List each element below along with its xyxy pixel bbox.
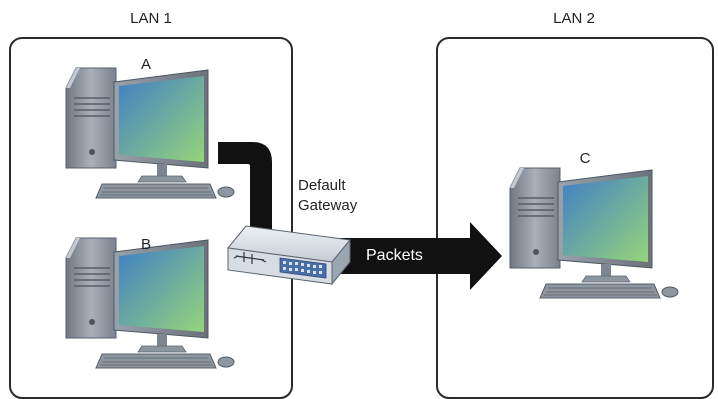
default-gateway-label: Default Gateway — [298, 176, 357, 216]
computer-a-icon — [65, 67, 235, 199]
lan2-label: LAN 2 — [553, 10, 595, 27]
computer-c-icon — [509, 167, 679, 299]
network-switch-icon — [227, 225, 351, 286]
lan2-box — [436, 37, 714, 399]
computer-b-label: B — [140, 236, 152, 253]
computer-c-label: C — [579, 150, 591, 167]
packets-arrow-icon — [330, 222, 502, 290]
default-gateway-line1: Default — [298, 177, 346, 194]
connector-a-to-gateway — [218, 142, 272, 240]
computer-a-label: A — [140, 56, 152, 73]
computer-b-icon — [65, 237, 235, 369]
packets-label: Packets — [366, 247, 423, 264]
lan1-box — [9, 37, 293, 399]
lan1-label: LAN 1 — [130, 10, 172, 27]
default-gateway-line2: Gateway — [298, 197, 358, 214]
